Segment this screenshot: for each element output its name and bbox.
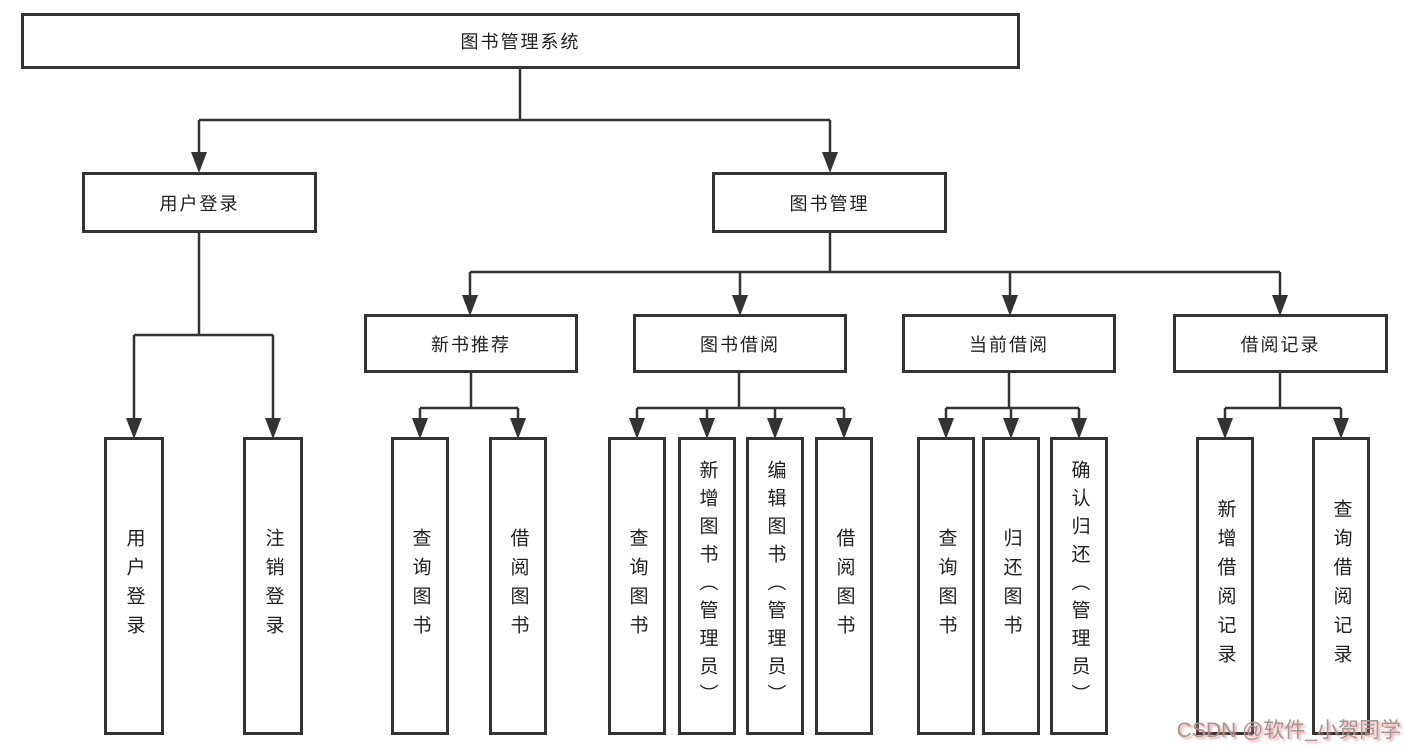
leaf-logout: 注销登录 (243, 437, 303, 735)
leaf-record-query-label: 查询借阅记录 (1330, 499, 1352, 673)
leaf-recommend-borrow-book-label: 借阅图书 (507, 528, 529, 644)
leaf-borrow-query-book: 查询图书 (608, 437, 666, 735)
leaf-record-query: 查询借阅记录 (1312, 437, 1370, 735)
leaf-borrow-borrow-book-label: 借阅图书 (833, 528, 855, 644)
node-new-book-recommend: 新书推荐 (364, 314, 578, 373)
leaf-current-query-book: 查询图书 (917, 437, 975, 735)
leaf-current-confirm-return: 确认归还（管理员） (1050, 437, 1108, 735)
node-root-label: 图书管理系统 (460, 32, 581, 52)
node-borrow-record-label: 借阅记录 (1240, 334, 1321, 355)
node-current-borrow-label: 当前借阅 (969, 334, 1049, 355)
leaf-current-return-book: 归还图书 (982, 437, 1040, 735)
node-book-management-label: 图书管理 (789, 193, 870, 214)
leaf-current-confirm-return-label: 确认归还（管理员） (1068, 460, 1090, 712)
node-user-login: 用户登录 (82, 172, 317, 233)
node-book-management: 图书管理 (712, 172, 947, 233)
node-current-borrow: 当前借阅 (902, 314, 1116, 373)
leaf-borrow-add-book: 新增图书（管理员） (678, 437, 736, 735)
node-new-book-recommend-label: 新书推荐 (431, 334, 511, 355)
leaf-borrow-query-book-label: 查询图书 (626, 528, 648, 644)
leaf-borrow-borrow-book: 借阅图书 (815, 437, 873, 735)
leaf-borrow-edit-book-label: 编辑图书（管理员） (764, 460, 786, 712)
leaf-borrow-edit-book: 编辑图书（管理员） (746, 437, 804, 735)
node-borrow-record: 借阅记录 (1173, 314, 1388, 373)
leaf-borrow-add-book-label: 新增图书（管理员） (696, 460, 718, 712)
node-root: 图书管理系统 (21, 13, 1020, 69)
leaf-recommend-borrow-book: 借阅图书 (489, 437, 547, 735)
node-book-borrow: 图书借阅 (633, 314, 847, 373)
node-user-login-label: 用户登录 (159, 193, 240, 214)
leaf-record-add: 新增借阅记录 (1196, 437, 1254, 735)
leaf-recommend-query-book: 查询图书 (391, 437, 449, 735)
csdn-watermark: CSDN @软件_小贺同学 (1176, 719, 1401, 742)
leaf-current-return-book-label: 归还图书 (1000, 528, 1022, 644)
leaf-recommend-query-book-label: 查询图书 (409, 528, 431, 644)
leaf-current-query-book-label: 查询图书 (935, 528, 957, 644)
leaf-user-login: 用户登录 (104, 437, 164, 735)
node-book-borrow-label: 图书借阅 (700, 334, 780, 355)
leaf-user-login-label: 用户登录 (123, 528, 145, 644)
leaf-logout-label: 注销登录 (262, 528, 284, 644)
leaf-record-add-label: 新增借阅记录 (1214, 499, 1236, 673)
